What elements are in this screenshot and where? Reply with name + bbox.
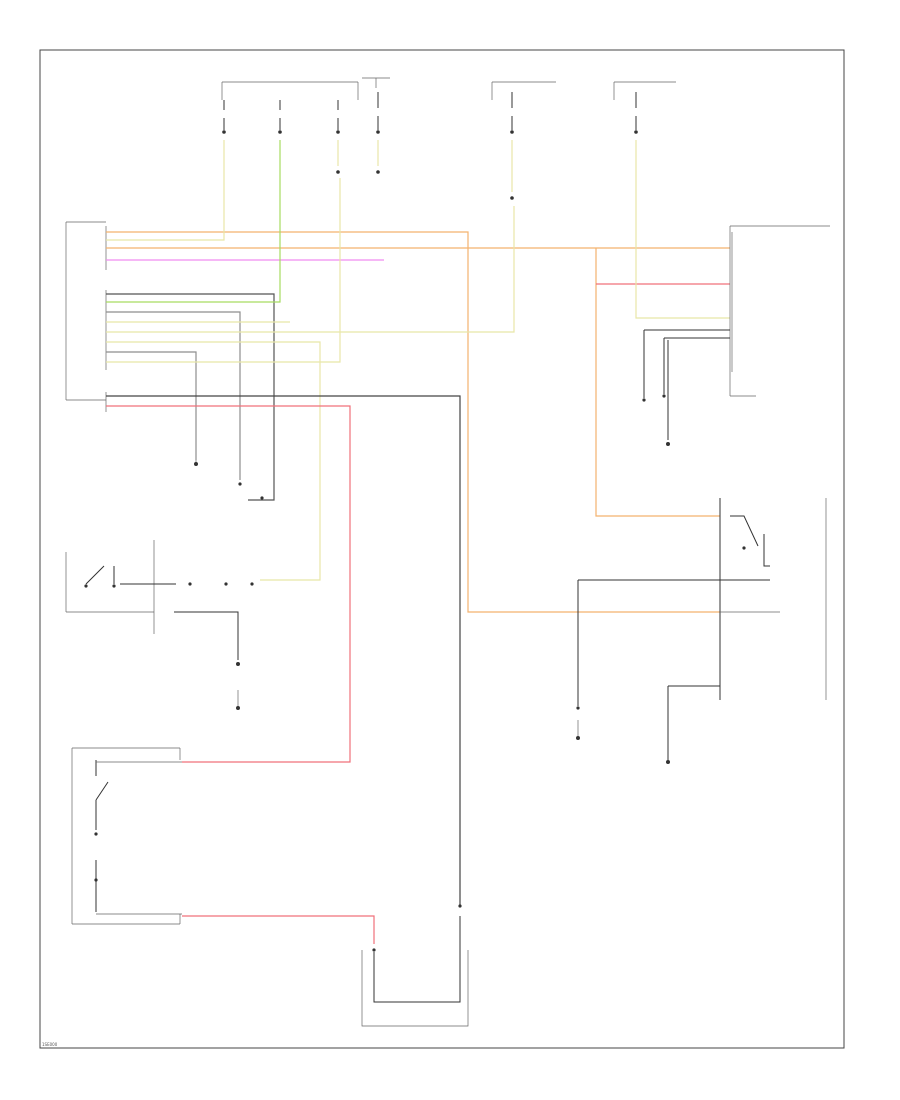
ignition-switch	[65, 540, 254, 710]
wire-yellow-4	[106, 341, 321, 581]
right-upper-module	[642, 225, 830, 446]
wire-green	[106, 140, 281, 303]
wire-black-1	[106, 293, 275, 501]
page-code: 1SE000	[42, 1042, 58, 1047]
wire-gray-1	[106, 311, 241, 480]
wire-black-2	[106, 395, 461, 906]
diagram-frame	[39, 49, 845, 1049]
wire-yellow-1	[106, 140, 225, 241]
grounds-left	[194, 460, 264, 500]
left-module	[65, 221, 107, 412]
wire-gray-2	[106, 351, 197, 460]
wire-red-2	[182, 915, 375, 944]
motor	[361, 904, 469, 1027]
seat-switch	[71, 747, 182, 925]
wire-yellow-6	[635, 140, 730, 319]
right-lower-module	[576, 498, 827, 764]
wire-yellow-5	[106, 178, 341, 363]
wire-red-1	[106, 405, 351, 763]
wire-orange-1	[106, 231, 720, 613]
wire-yellow-3	[106, 206, 515, 333]
wires	[106, 140, 730, 944]
wire-orange-2b	[595, 248, 720, 517]
top-fuse-block	[221, 77, 676, 200]
